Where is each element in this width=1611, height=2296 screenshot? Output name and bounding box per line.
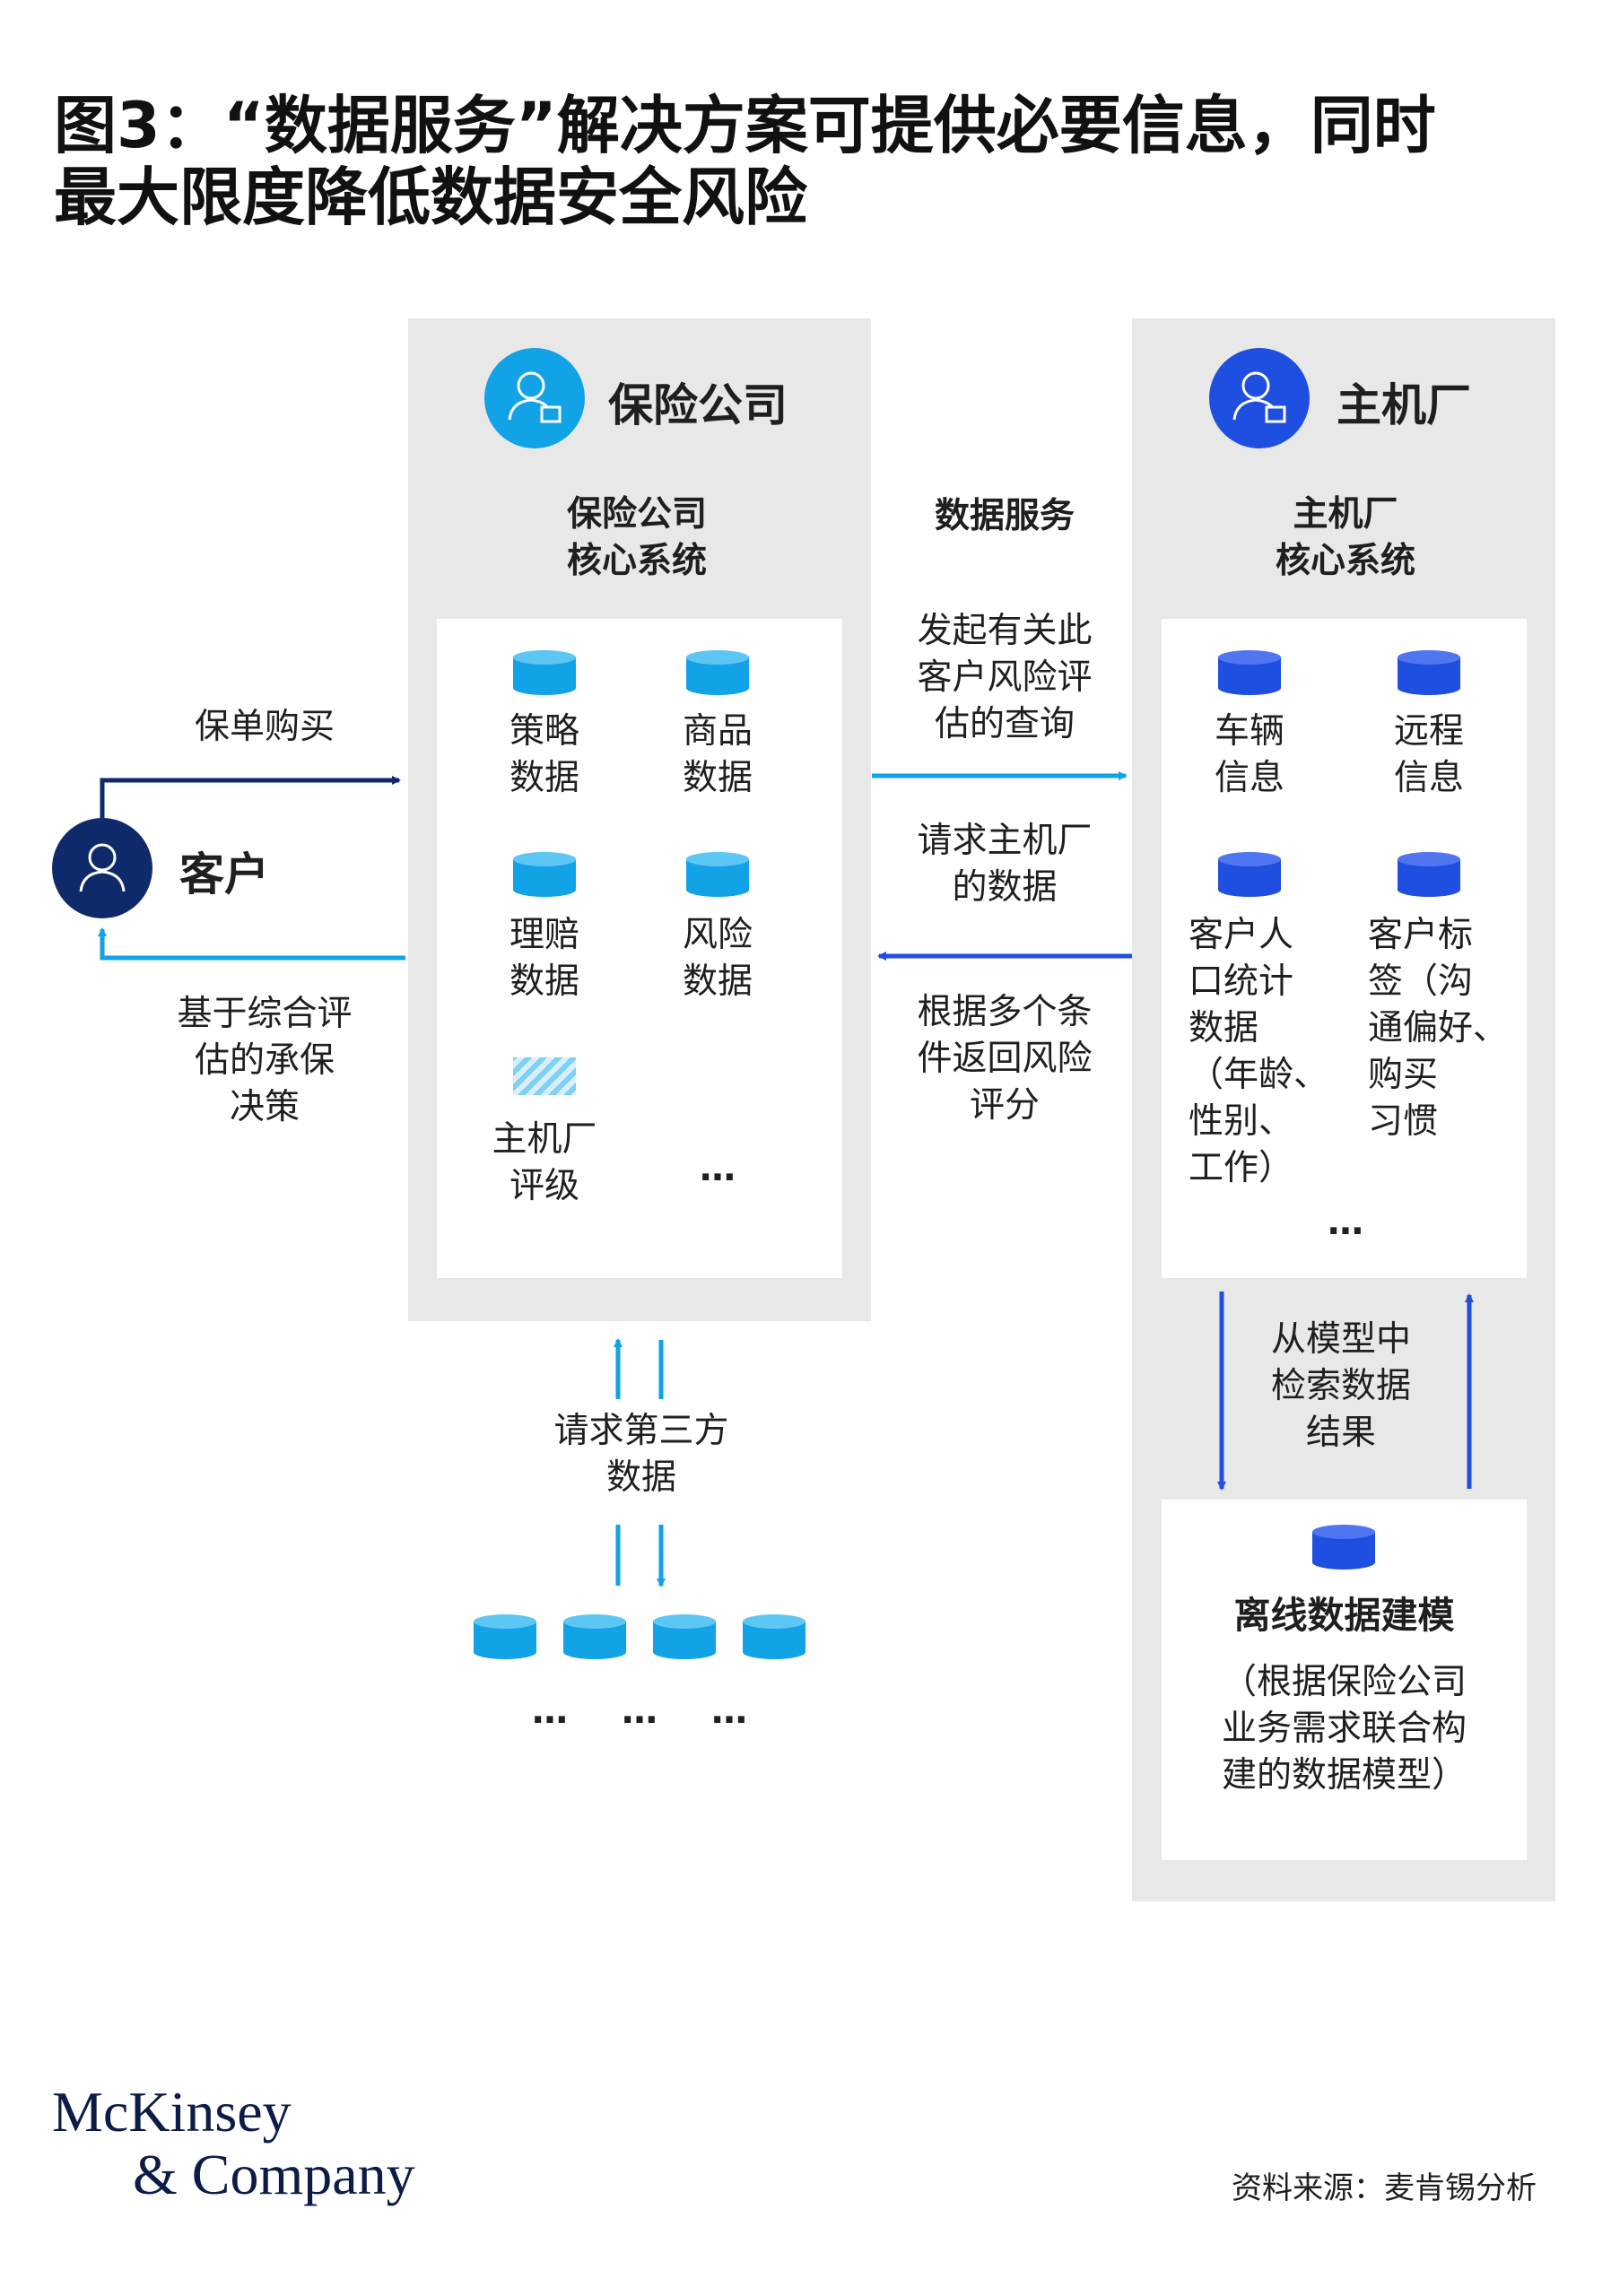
oem-core-card: [1162, 619, 1527, 1278]
third-party-dots-1: …: [532, 1691, 568, 1732]
oem-person-icon: [1209, 348, 1310, 448]
risk-data-icon: [686, 852, 749, 897]
data-service-request-oem: 请求主机厂的数据: [917, 821, 1093, 908]
insurer-header: 保险公司: [608, 379, 788, 431]
oem-rating-label: 主机厂评级: [492, 1119, 597, 1206]
customer-demographics-icon: [1218, 852, 1281, 897]
third-party-dots-3: …: [711, 1691, 747, 1732]
offline-model-title: 离线数据建模: [1233, 1594, 1455, 1637]
customer-label: 客户: [179, 848, 269, 900]
oem-core-title: 主机厂核心系统: [1275, 494, 1415, 581]
insurer-core-card: [437, 619, 842, 1278]
mckinsey-logo: McKinsey & Company: [52, 2080, 415, 2206]
data-service-response: 根据多个条件返回风险评分: [917, 992, 1093, 1126]
telematics-info-label: 远程信息: [1393, 711, 1464, 798]
claims-data-icon: [513, 852, 576, 897]
source-note: 资料来源：麦肯锡分析: [1232, 2170, 1537, 2206]
policy-purchase-label: 保单购买: [194, 707, 335, 747]
data-service-request: 发起有关此客户风险评估的查询: [917, 611, 1093, 744]
third-party-request-label: 请求第三方数据: [553, 1411, 729, 1498]
offline-model-icon: [1312, 1525, 1375, 1570]
oem-header: 主机厂: [1337, 379, 1471, 431]
oem-more-ellipsis: …: [1328, 1202, 1363, 1243]
customer-person-icon: [52, 818, 152, 918]
third-party-db-icon-2: [563, 1614, 626, 1659]
customer-demographics-label: 客户人口统计数据 （年龄、性别、工作）: [1189, 915, 1329, 1188]
insurer-core-title: 保险公司核心系统: [566, 494, 707, 581]
underwriting-decision-arrow: [98, 927, 405, 961]
telematics-info-icon: [1398, 650, 1460, 695]
third-party-db-icon-3: [653, 1614, 716, 1659]
vehicle-info-icon: [1218, 650, 1281, 695]
title-line-2: 最大限度降低数据安全风险: [54, 161, 807, 234]
title-line-1: 图3：“数据服务”解决方案可提供必要信息，同时: [54, 89, 1436, 162]
insurer-person-icon: [484, 348, 585, 448]
policy-data-label: 策略数据: [509, 711, 579, 798]
offline-model-description: （根据保险公司业务需求联合构建的数据模型）: [1221, 1662, 1467, 1796]
vehicle-info-label: 车辆信息: [1214, 711, 1284, 798]
policy-purchase-arrow: [100, 776, 401, 818]
oem-rating-striped-icon: [513, 1054, 576, 1099]
customer-tags-label: 客户标签（沟通偏好、 购买习惯: [1368, 915, 1509, 1142]
third-party-dots-2: …: [622, 1691, 657, 1732]
underwriting-decision-label: 基于综合评估的承保决策: [177, 994, 353, 1127]
data-service-header: 数据服务: [934, 496, 1075, 536]
product-data-icon: [686, 650, 749, 695]
insurer-more-ellipsis: …: [700, 1148, 736, 1189]
product-data-label: 商品数据: [682, 711, 753, 798]
third-party-db-icon-1: [474, 1614, 536, 1659]
retrieve-results-label: 从模型中检索数据结果: [1270, 1319, 1411, 1453]
claims-data-label: 理赔数据: [509, 915, 579, 1002]
page-title: 图3：“数据服务”解决方案可提供必要信息，同时 最大限度降低数据安全风险: [54, 90, 1579, 233]
policy-data-icon: [513, 650, 576, 695]
third-party-db-icon-4: [743, 1614, 806, 1659]
risk-data-label: 风险数据: [682, 915, 753, 1002]
customer-tags-icon: [1398, 852, 1460, 897]
